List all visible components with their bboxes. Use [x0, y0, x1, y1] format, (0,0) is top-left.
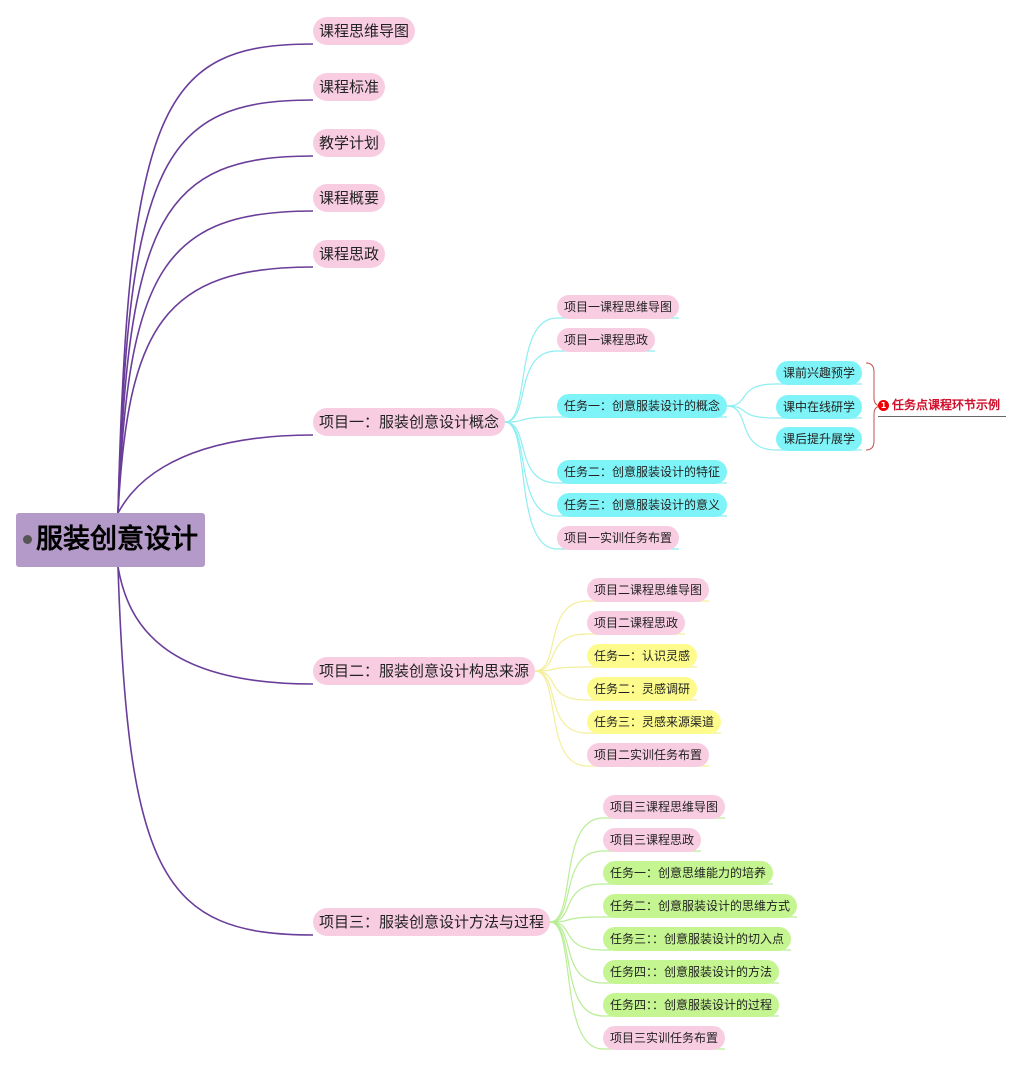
- marker-icon: 1: [878, 400, 889, 411]
- root-topic[interactable]: 服装创意设计: [16, 513, 205, 567]
- topic-ideology[interactable]: 课程思政: [313, 240, 386, 268]
- task1-pre-class[interactable]: 课前兴趣预学: [776, 361, 863, 385]
- root-connector: [117, 434, 314, 514]
- p3-ideology[interactable]: 项目三课程思政: [603, 828, 702, 852]
- root-label: 服装创意设计: [36, 524, 198, 555]
- branch-connector: [504, 317, 558, 423]
- branch-connector: [535, 670, 588, 701]
- p1-ideology[interactable]: 项目一课程思政: [557, 328, 656, 352]
- branch-connector: [534, 670, 588, 767]
- p3-practice[interactable]: 项目三实训任务布置: [603, 1026, 726, 1050]
- branch-connector: [727, 405, 777, 419]
- p3-task4-process[interactable]: 任务四：：创意服装设计的过程: [603, 993, 780, 1017]
- root-connector: [117, 566, 314, 685]
- task1-post-class[interactable]: 课后提升展学: [776, 427, 863, 451]
- topic-mindmap[interactable]: 课程思维导图: [313, 17, 416, 45]
- p2-ideology[interactable]: 项目二课程思政: [587, 611, 686, 635]
- task1-in-class[interactable]: 课中在线研学: [776, 395, 863, 419]
- p1-task2[interactable]: 任务二：创意服装设计的特征: [557, 460, 728, 484]
- p1-mindmap[interactable]: 项目一课程思维导图: [557, 295, 680, 319]
- p1-practice[interactable]: 项目一实训任务布置: [557, 526, 680, 550]
- branch-connector: [534, 670, 588, 734]
- project2-topic[interactable]: 项目二：服装创意设计构思来源: [313, 657, 536, 685]
- root-connector: [117, 210, 314, 514]
- root-connector: [117, 266, 314, 514]
- branch-connector: [550, 921, 604, 951]
- topic-overview[interactable]: 课程概要: [313, 184, 386, 212]
- branch-connector: [535, 666, 588, 672]
- branch-connector: [549, 817, 604, 923]
- branch-connector: [549, 850, 604, 923]
- p3-task3[interactable]: 任务三：：创意服装设计的切入点: [603, 927, 792, 951]
- p1-task1[interactable]: 任务一：创意服装设计的概念: [557, 394, 728, 418]
- p3-mindmap[interactable]: 项目三课程思维导图: [603, 795, 726, 819]
- p3-task4-method[interactable]: 任务四：：创意服装设计的方法: [603, 960, 780, 984]
- branch-connector: [504, 350, 558, 423]
- branch-connector: [504, 421, 558, 484]
- branch-connector: [549, 921, 604, 1050]
- branch-connector: [727, 383, 777, 407]
- root-connector: [117, 99, 314, 514]
- p2-task3[interactable]: 任务三：灵感来源渠道: [587, 710, 722, 734]
- p3-task2[interactable]: 任务二：创意服装设计的思维方式: [603, 894, 798, 918]
- branch-connector: [726, 405, 777, 451]
- p2-mindmap[interactable]: 项目二课程思维导图: [587, 578, 710, 602]
- root-connector: [117, 155, 314, 514]
- p2-practice[interactable]: 项目二实训任务布置: [587, 743, 710, 767]
- project1-topic[interactable]: 项目一：服装创意设计概念: [313, 408, 506, 436]
- root-connector: [117, 43, 314, 514]
- branch-connector: [550, 916, 604, 923]
- root-connector: [117, 566, 314, 936]
- p3-task1[interactable]: 任务一：创意思维能力的培养: [603, 861, 774, 885]
- collapse-icon[interactable]: [23, 535, 32, 544]
- branch-connector: [505, 416, 558, 423]
- branch-connector: [550, 883, 604, 923]
- topic-standard[interactable]: 课程标准: [313, 73, 386, 101]
- branch-connector: [534, 600, 588, 672]
- topic-teaching-plan[interactable]: 教学计划: [313, 129, 386, 157]
- branch-connector: [504, 421, 558, 550]
- branch-connector: [549, 921, 604, 984]
- project3-topic[interactable]: 项目三：服装创意设计方法与过程: [313, 908, 551, 936]
- p1-task3[interactable]: 任务三：创意服装设计的意义: [557, 493, 728, 517]
- p2-task1[interactable]: 任务一：认识灵感: [587, 644, 698, 668]
- branch-connector: [535, 633, 588, 672]
- p2-task2[interactable]: 任务二：灵感调研: [587, 677, 698, 701]
- summary-label: 任务点课程环节示例: [892, 398, 1001, 412]
